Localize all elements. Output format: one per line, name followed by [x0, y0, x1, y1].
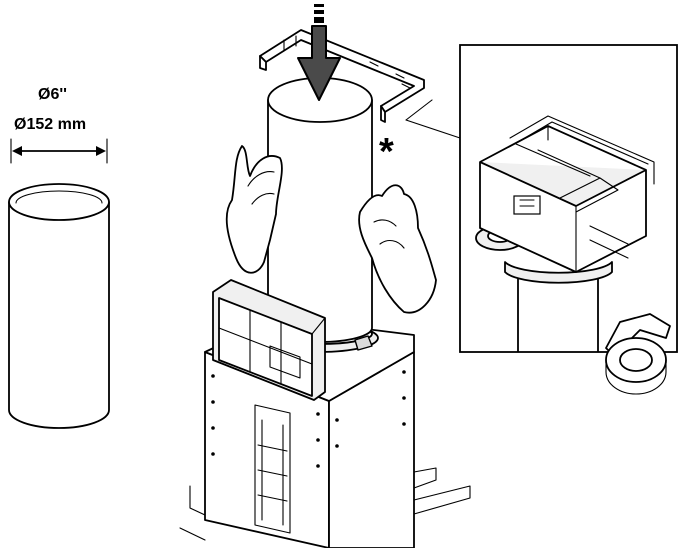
diameter-dimension-arrow [10, 138, 108, 164]
detail-inset-panel [459, 44, 678, 353]
mounting-bracket [259, 29, 425, 123]
left-hand [225, 145, 283, 274]
tape-roll-icon [605, 313, 671, 395]
carbon-filter [212, 279, 326, 401]
callout-leader [405, 99, 461, 139]
loose-duct-pipe [8, 183, 110, 429]
diameter-mm-label: Ø152 mm [14, 116, 87, 133]
downward-arrow-icon [297, 4, 341, 101]
diameter-inches-label: Ø6'' [38, 86, 67, 103]
asterisk-mark: * [379, 131, 394, 173]
right-hand [358, 184, 437, 314]
